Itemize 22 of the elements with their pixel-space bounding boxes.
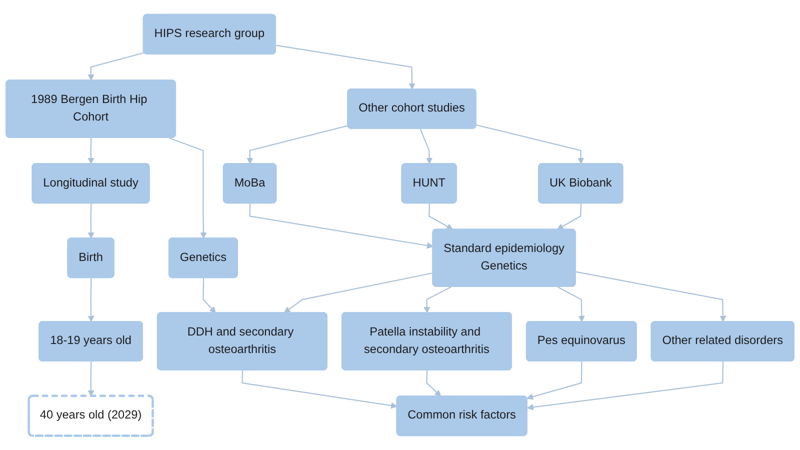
arrow	[246, 125, 348, 164]
arrow	[88, 52, 144, 81]
arrow	[526, 362, 582, 400]
arrow	[88, 278, 94, 322]
arrow	[202, 278, 216, 314]
arrow	[424, 286, 452, 314]
arrow	[420, 128, 433, 164]
arrow	[558, 286, 585, 322]
arrow	[249, 204, 434, 249]
arrow	[242, 370, 398, 409]
arrow	[576, 271, 726, 322]
arrow	[426, 370, 442, 397]
arrow	[428, 204, 453, 230]
arrow	[168, 137, 207, 239]
arrow	[88, 138, 94, 164]
arrow	[556, 204, 582, 230]
arrow	[276, 44, 416, 90]
arrow	[284, 272, 434, 314]
arrow	[88, 362, 94, 397]
arrow	[88, 204, 94, 239]
arrow	[527, 362, 724, 410]
arrow	[476, 124, 584, 164]
